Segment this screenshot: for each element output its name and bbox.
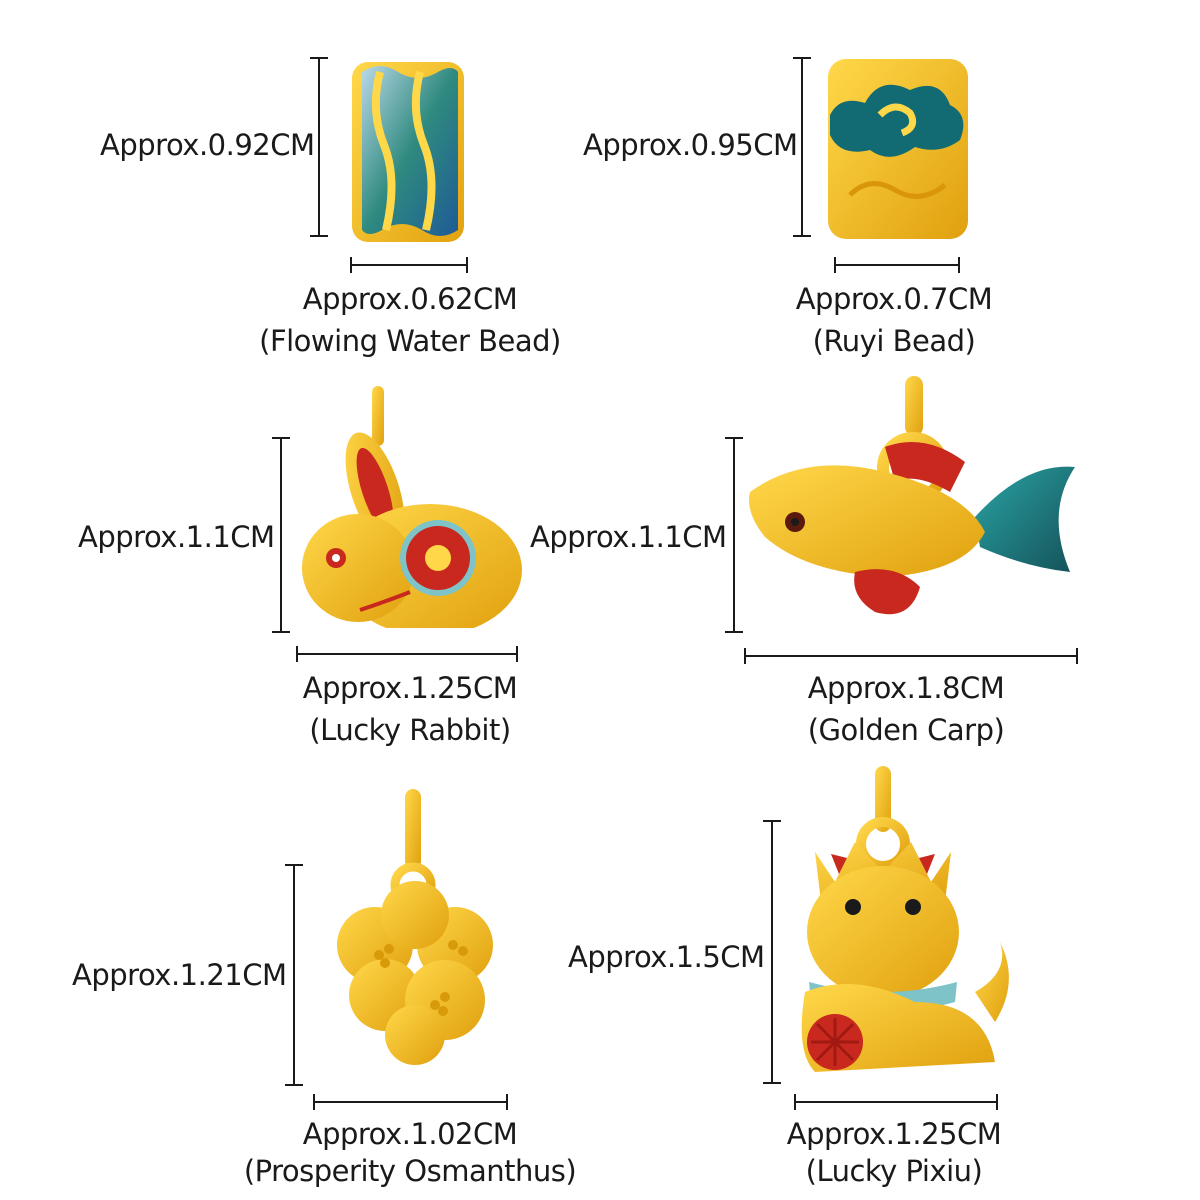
ruyi-bead-image xyxy=(828,59,968,239)
width-dimension-line xyxy=(744,648,1078,664)
height-dimension-line xyxy=(793,57,811,237)
golden-carp-image xyxy=(749,376,1075,615)
height-dimension-line xyxy=(763,820,781,1084)
item-name: (Ruyi Bead) xyxy=(812,324,976,358)
height-label: Approx.0.92CM xyxy=(100,128,315,162)
prosperity-osmanthus-image xyxy=(337,789,493,1065)
item-name: (Flowing Water Bead) xyxy=(259,324,561,358)
height-label: Approx.1.1CM xyxy=(530,520,727,554)
lucky-pixiu-image xyxy=(801,766,1009,1072)
item-name: (Lucky Rabbit) xyxy=(309,713,511,747)
width-label: Approx.0.62CM xyxy=(302,282,518,316)
width-dimension-line xyxy=(834,257,960,273)
height-label: Approx.0.95CM xyxy=(583,128,798,162)
width-label: Approx.0.7CM xyxy=(795,282,993,316)
width-dimension-line xyxy=(313,1094,508,1110)
height-label: Approx.1.5CM xyxy=(568,940,765,974)
lucky-rabbit-image xyxy=(290,386,530,638)
width-label: Approx.1.25CM xyxy=(786,1117,1002,1151)
height-label: Approx.1.1CM xyxy=(78,520,275,554)
height-dimension-line xyxy=(272,437,290,633)
height-dimension-line xyxy=(285,864,303,1086)
width-label: Approx.1.25CM xyxy=(302,671,518,705)
height-label: Approx.1.21CM xyxy=(72,958,287,992)
item-name: (Golden Carp) xyxy=(807,713,1005,747)
width-dimension-line xyxy=(350,257,468,273)
height-dimension-line xyxy=(310,57,328,237)
item-name: (Lucky Pixiu) xyxy=(805,1154,983,1188)
flowing-water-bead-image xyxy=(352,62,464,242)
height-dimension-line xyxy=(725,437,743,633)
width-label: Approx.1.8CM xyxy=(807,671,1005,705)
width-dimension-line xyxy=(794,1094,998,1110)
width-label: Approx.1.02CM xyxy=(302,1117,518,1151)
item-name: (Prosperity Osmanthus) xyxy=(243,1154,577,1188)
width-dimension-line xyxy=(296,646,518,662)
